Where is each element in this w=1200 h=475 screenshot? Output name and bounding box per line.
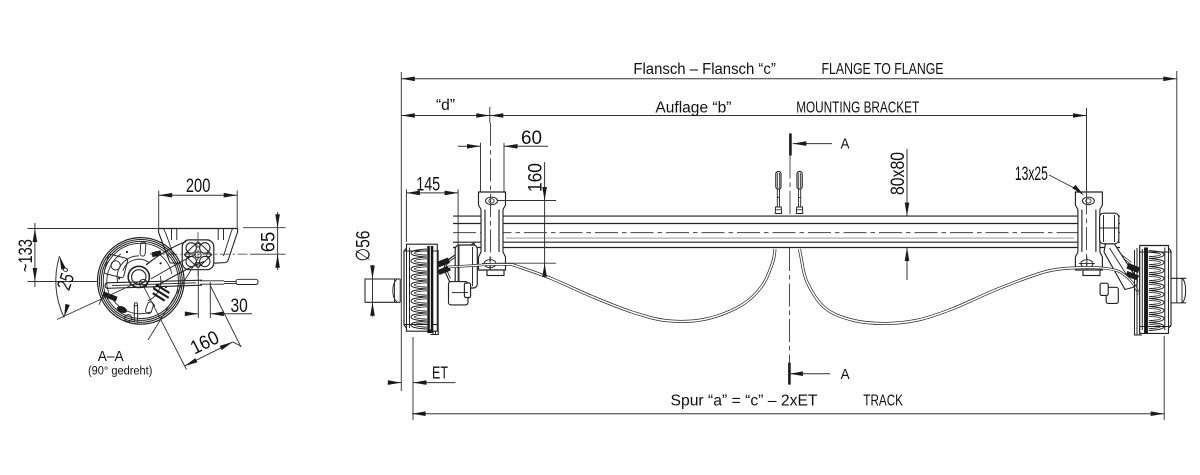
svg-text:~133: ~133	[15, 239, 37, 272]
svg-text:Flansch – Flansch “c”: Flansch – Flansch “c”	[633, 61, 775, 78]
svg-text:65: 65	[257, 232, 279, 253]
svg-text:13x25: 13x25	[1015, 163, 1048, 185]
svg-text:TRACK: TRACK	[863, 393, 903, 410]
svg-text:Spur “a” = “c” – 2xET: Spur “a” = “c” – 2xET	[671, 393, 819, 410]
svg-text:A–A: A–A	[98, 348, 124, 365]
svg-text:∅56: ∅56	[352, 231, 374, 262]
svg-text:60: 60	[521, 127, 542, 149]
svg-text:A: A	[841, 136, 850, 153]
svg-text:145: 145	[416, 173, 440, 195]
svg-text:“d”: “d”	[436, 97, 455, 114]
svg-text:A: A	[841, 366, 850, 383]
svg-text:Auflage “b”: Auflage “b”	[655, 100, 731, 117]
svg-text:FLANGE TO FLANGE: FLANGE TO FLANGE	[822, 61, 944, 78]
svg-text:80x80: 80x80	[887, 152, 909, 195]
svg-text:160: 160	[524, 163, 546, 192]
svg-text:ET: ET	[432, 362, 448, 382]
svg-text:MOUNTING BRACKET: MOUNTING BRACKET	[796, 100, 919, 117]
svg-text:(90° gedreht): (90° gedreht)	[88, 366, 153, 378]
svg-text:30: 30	[231, 295, 248, 317]
svg-text:200: 200	[186, 175, 211, 197]
